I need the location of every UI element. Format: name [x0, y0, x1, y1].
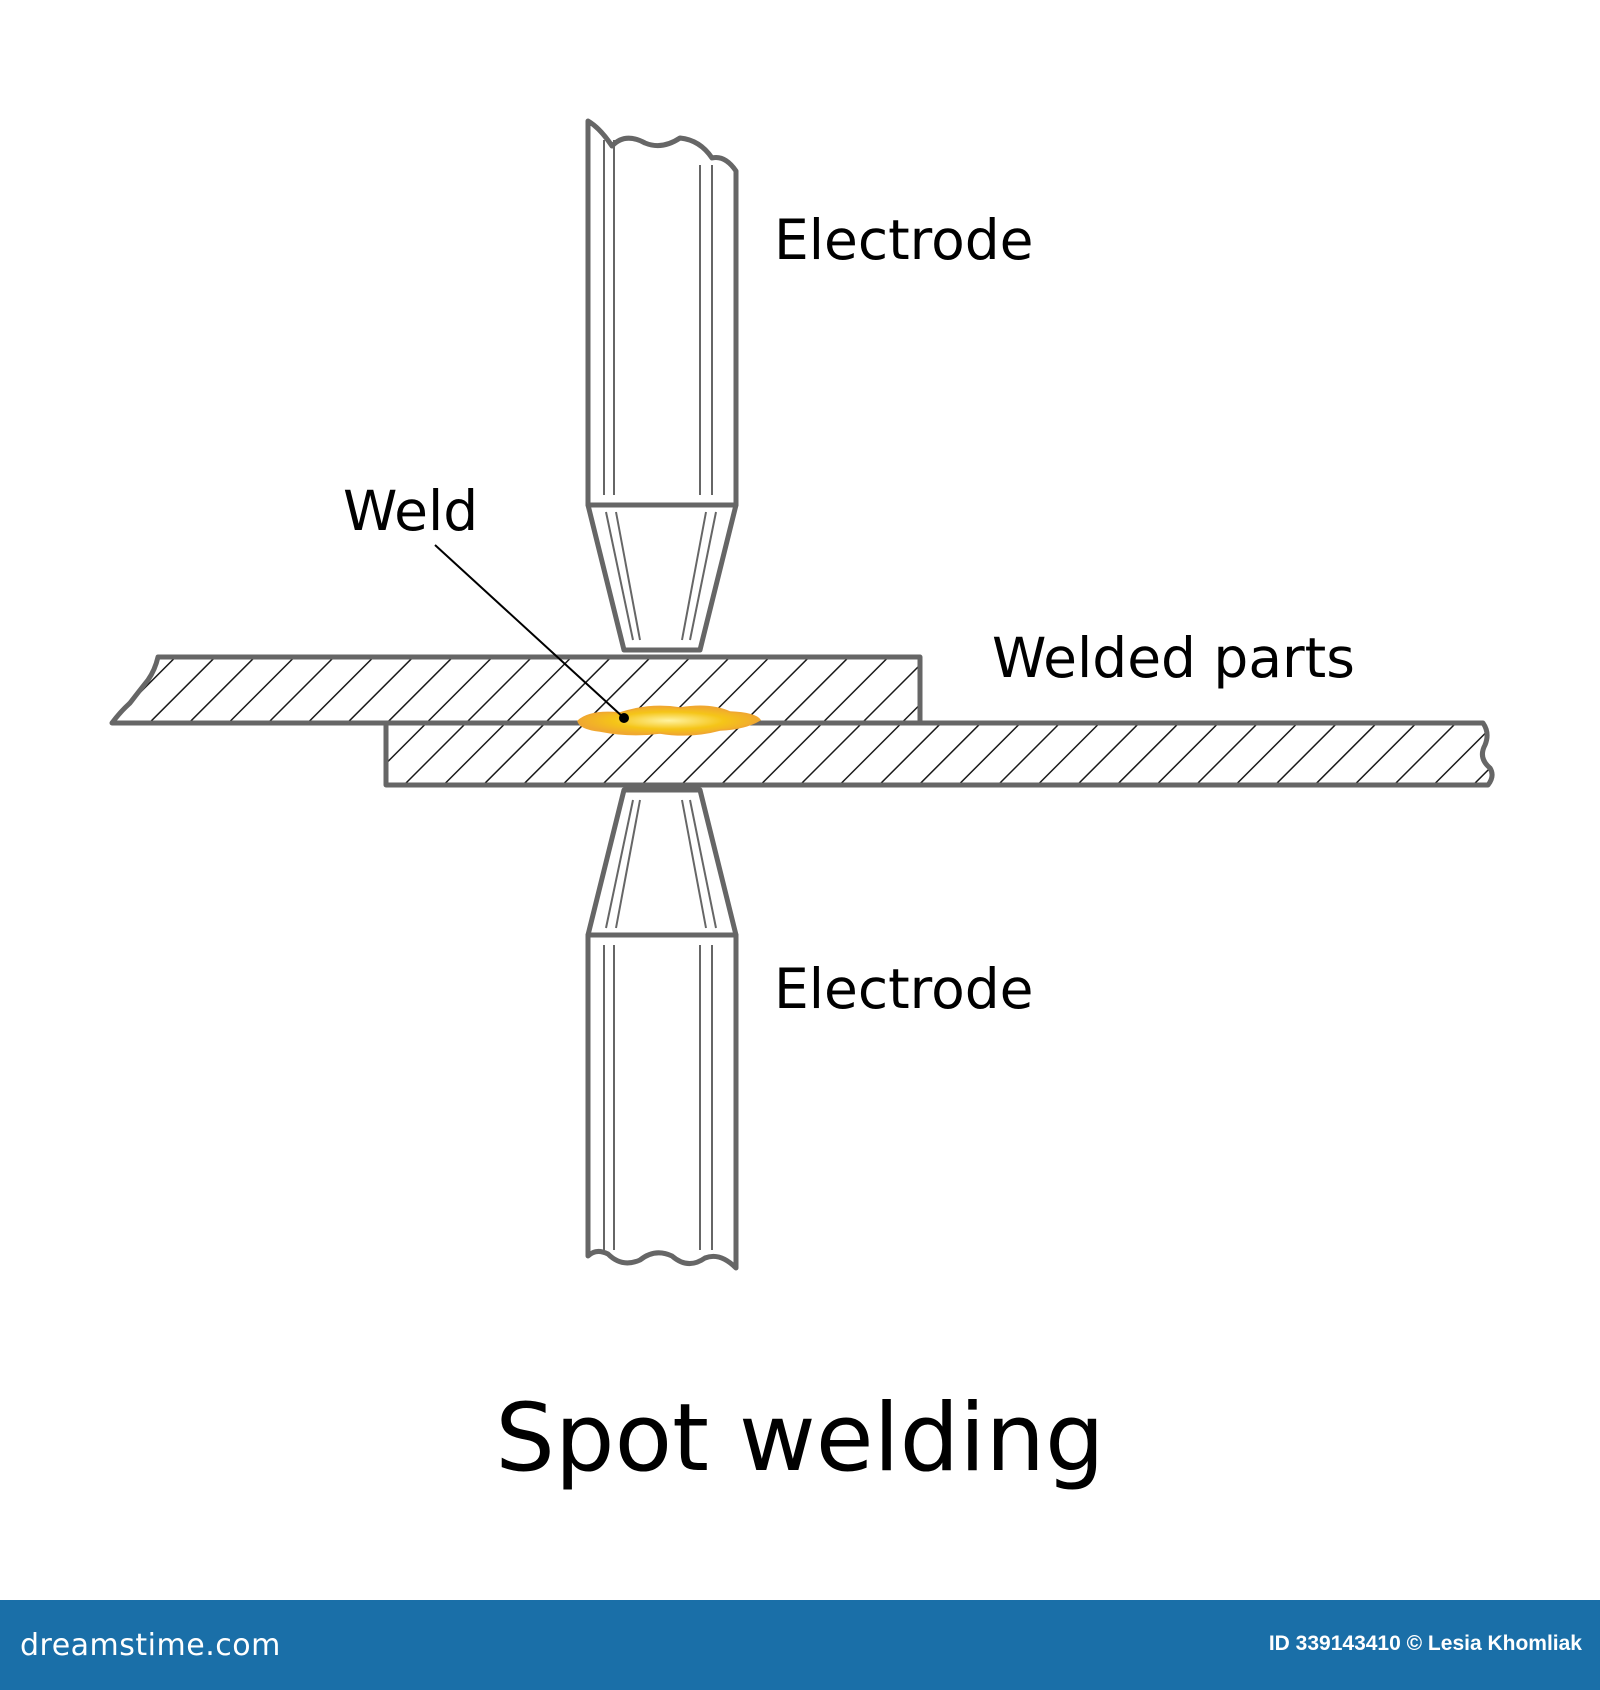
bottom-electrode-shaft [585, 932, 739, 1271]
lower-plate [383, 720, 1495, 788]
weld-leader-dot [619, 713, 629, 723]
brand-logo-text[interactable]: dreamstime.com [20, 1628, 281, 1663]
image-credit: ID 339143410 © Lesia Khomliak [1268, 1632, 1582, 1655]
top-electrode [585, 118, 739, 653]
upper-plate [109, 654, 923, 726]
bottom-electrode [585, 787, 739, 1271]
weld-leader-line [434, 544, 625, 719]
diagram-title: Spot welding [495, 1384, 1104, 1493]
label-electrode-top: Electrode [774, 208, 1033, 272]
label-welded-parts: Welded parts [992, 626, 1355, 690]
top-electrode-shaft [585, 118, 739, 508]
footer-bar: dreamstime.com ID 339143410 © Lesia Khom… [0, 1600, 1600, 1690]
label-electrode-bottom: Electrode [774, 957, 1033, 1021]
spot-welding-diagram: Electrode Weld Welded parts Electrode Sp… [109, 118, 1495, 1493]
label-weld: Weld [343, 479, 478, 543]
top-electrode-tip [585, 502, 739, 653]
welded-parts [109, 654, 1495, 788]
